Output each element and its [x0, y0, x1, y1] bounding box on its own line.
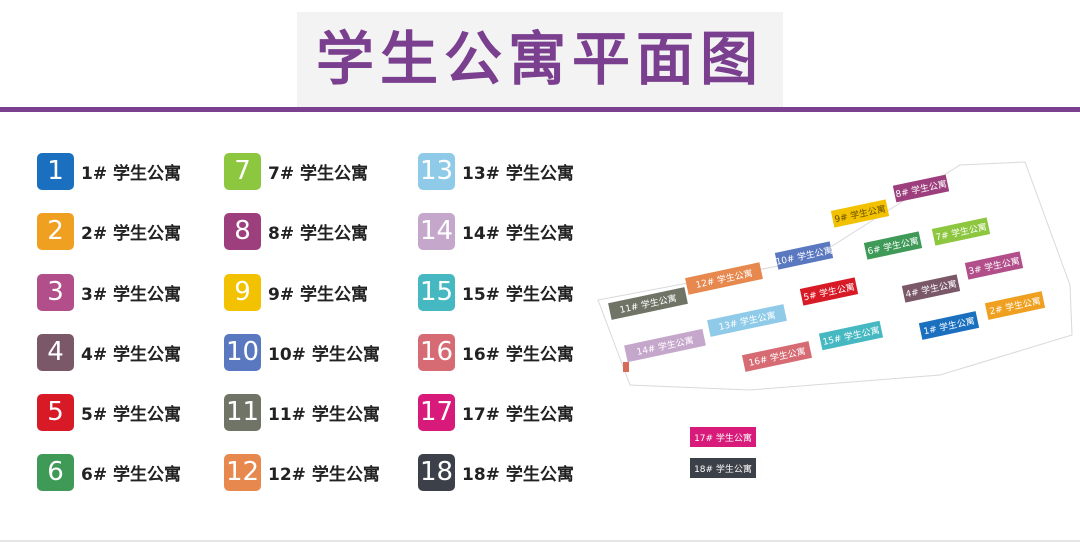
- title-divider: [0, 107, 1080, 112]
- legend-item-14: 14 14# 学生公寓: [418, 212, 574, 250]
- legend-label-6: 6# 学生公寓: [81, 464, 181, 485]
- legend-item-6: 6 6# 学生公寓: [37, 453, 181, 491]
- legend-label-5: 5# 学生公寓: [81, 404, 181, 425]
- legend-number-10: 10: [224, 333, 261, 371]
- legend-item-10: 10 10# 学生公寓: [224, 333, 380, 371]
- legend-item-17: 17 17# 学生公寓: [418, 393, 574, 431]
- legend-number-17: 17: [418, 393, 455, 431]
- legend-label-15: 15# 学生公寓: [462, 284, 574, 305]
- legend-label-7: 7# 学生公寓: [268, 163, 368, 184]
- legend-label-4: 4# 学生公寓: [81, 344, 181, 365]
- legend-number-15: 15: [418, 273, 455, 311]
- building-18[interactable]: 18# 学生公寓: [690, 458, 756, 478]
- legend-number-3: 3: [37, 273, 74, 311]
- page-title: 学生公寓平面图: [315, 25, 764, 93]
- legend-item-9: 9 9# 学生公寓: [224, 273, 368, 311]
- legend-number-11: 11: [224, 393, 261, 431]
- legend-item-11: 11 11# 学生公寓: [224, 393, 380, 431]
- legend-item-12: 12 12# 学生公寓: [224, 453, 380, 491]
- legend-item-8: 8 8# 学生公寓: [224, 212, 368, 250]
- building-17[interactable]: 17# 学生公寓: [690, 427, 756, 447]
- legend-item-15: 15 15# 学生公寓: [418, 273, 574, 311]
- legend-number-8: 8: [224, 212, 261, 250]
- legend-number-16: 16: [418, 333, 455, 371]
- legend-item-16: 16 16# 学生公寓: [418, 333, 574, 371]
- legend-label-2: 2# 学生公寓: [81, 223, 181, 244]
- legend-number-2: 2: [37, 212, 74, 250]
- legend-label-12: 12# 学生公寓: [268, 464, 380, 485]
- legend-number-4: 4: [37, 333, 74, 371]
- legend-label-14: 14# 学生公寓: [462, 223, 574, 244]
- legend-label-1: 1# 学生公寓: [81, 163, 181, 184]
- legend-item-4: 4 4# 学生公寓: [37, 333, 181, 371]
- legend-number-7: 7: [224, 152, 261, 190]
- legend-label-17: 17# 学生公寓: [462, 404, 574, 425]
- legend-number-13: 13: [418, 152, 455, 190]
- legend-item-2: 2 2# 学生公寓: [37, 212, 181, 250]
- legend-label-8: 8# 学生公寓: [268, 223, 368, 244]
- campus-map: 11# 学生公寓 12# 学生公寓 10# 学生公寓 9# 学生公寓 8# 学生…: [590, 150, 1080, 480]
- legend-number-14: 14: [418, 212, 455, 250]
- legend-label-13: 13# 学生公寓: [462, 163, 574, 184]
- legend-number-5: 5: [37, 393, 74, 431]
- legend-label-16: 16# 学生公寓: [462, 344, 574, 365]
- legend-item-7: 7 7# 学生公寓: [224, 152, 368, 190]
- legend-label-10: 10# 学生公寓: [268, 344, 380, 365]
- legend-item-18: 18 18# 学生公寓: [418, 453, 574, 491]
- legend-item-3: 3 3# 学生公寓: [37, 273, 181, 311]
- legend-label-9: 9# 学生公寓: [268, 284, 368, 305]
- legend-number-18: 18: [418, 453, 455, 491]
- legend-number-12: 12: [224, 453, 261, 491]
- legend-number-6: 6: [37, 453, 74, 491]
- legend-item-5: 5 5# 学生公寓: [37, 393, 181, 431]
- legend-item-13: 13 13# 学生公寓: [418, 152, 574, 190]
- legend-number-1: 1: [37, 152, 74, 190]
- bottom-divider: [0, 540, 1080, 542]
- legend-label-3: 3# 学生公寓: [81, 284, 181, 305]
- title-banner: 学生公寓平面图: [297, 12, 783, 107]
- legend-number-9: 9: [224, 273, 261, 311]
- legend-label-18: 18# 学生公寓: [462, 464, 574, 485]
- legend-item-1: 1 1# 学生公寓: [37, 152, 181, 190]
- legend-label-11: 11# 学生公寓: [268, 404, 380, 425]
